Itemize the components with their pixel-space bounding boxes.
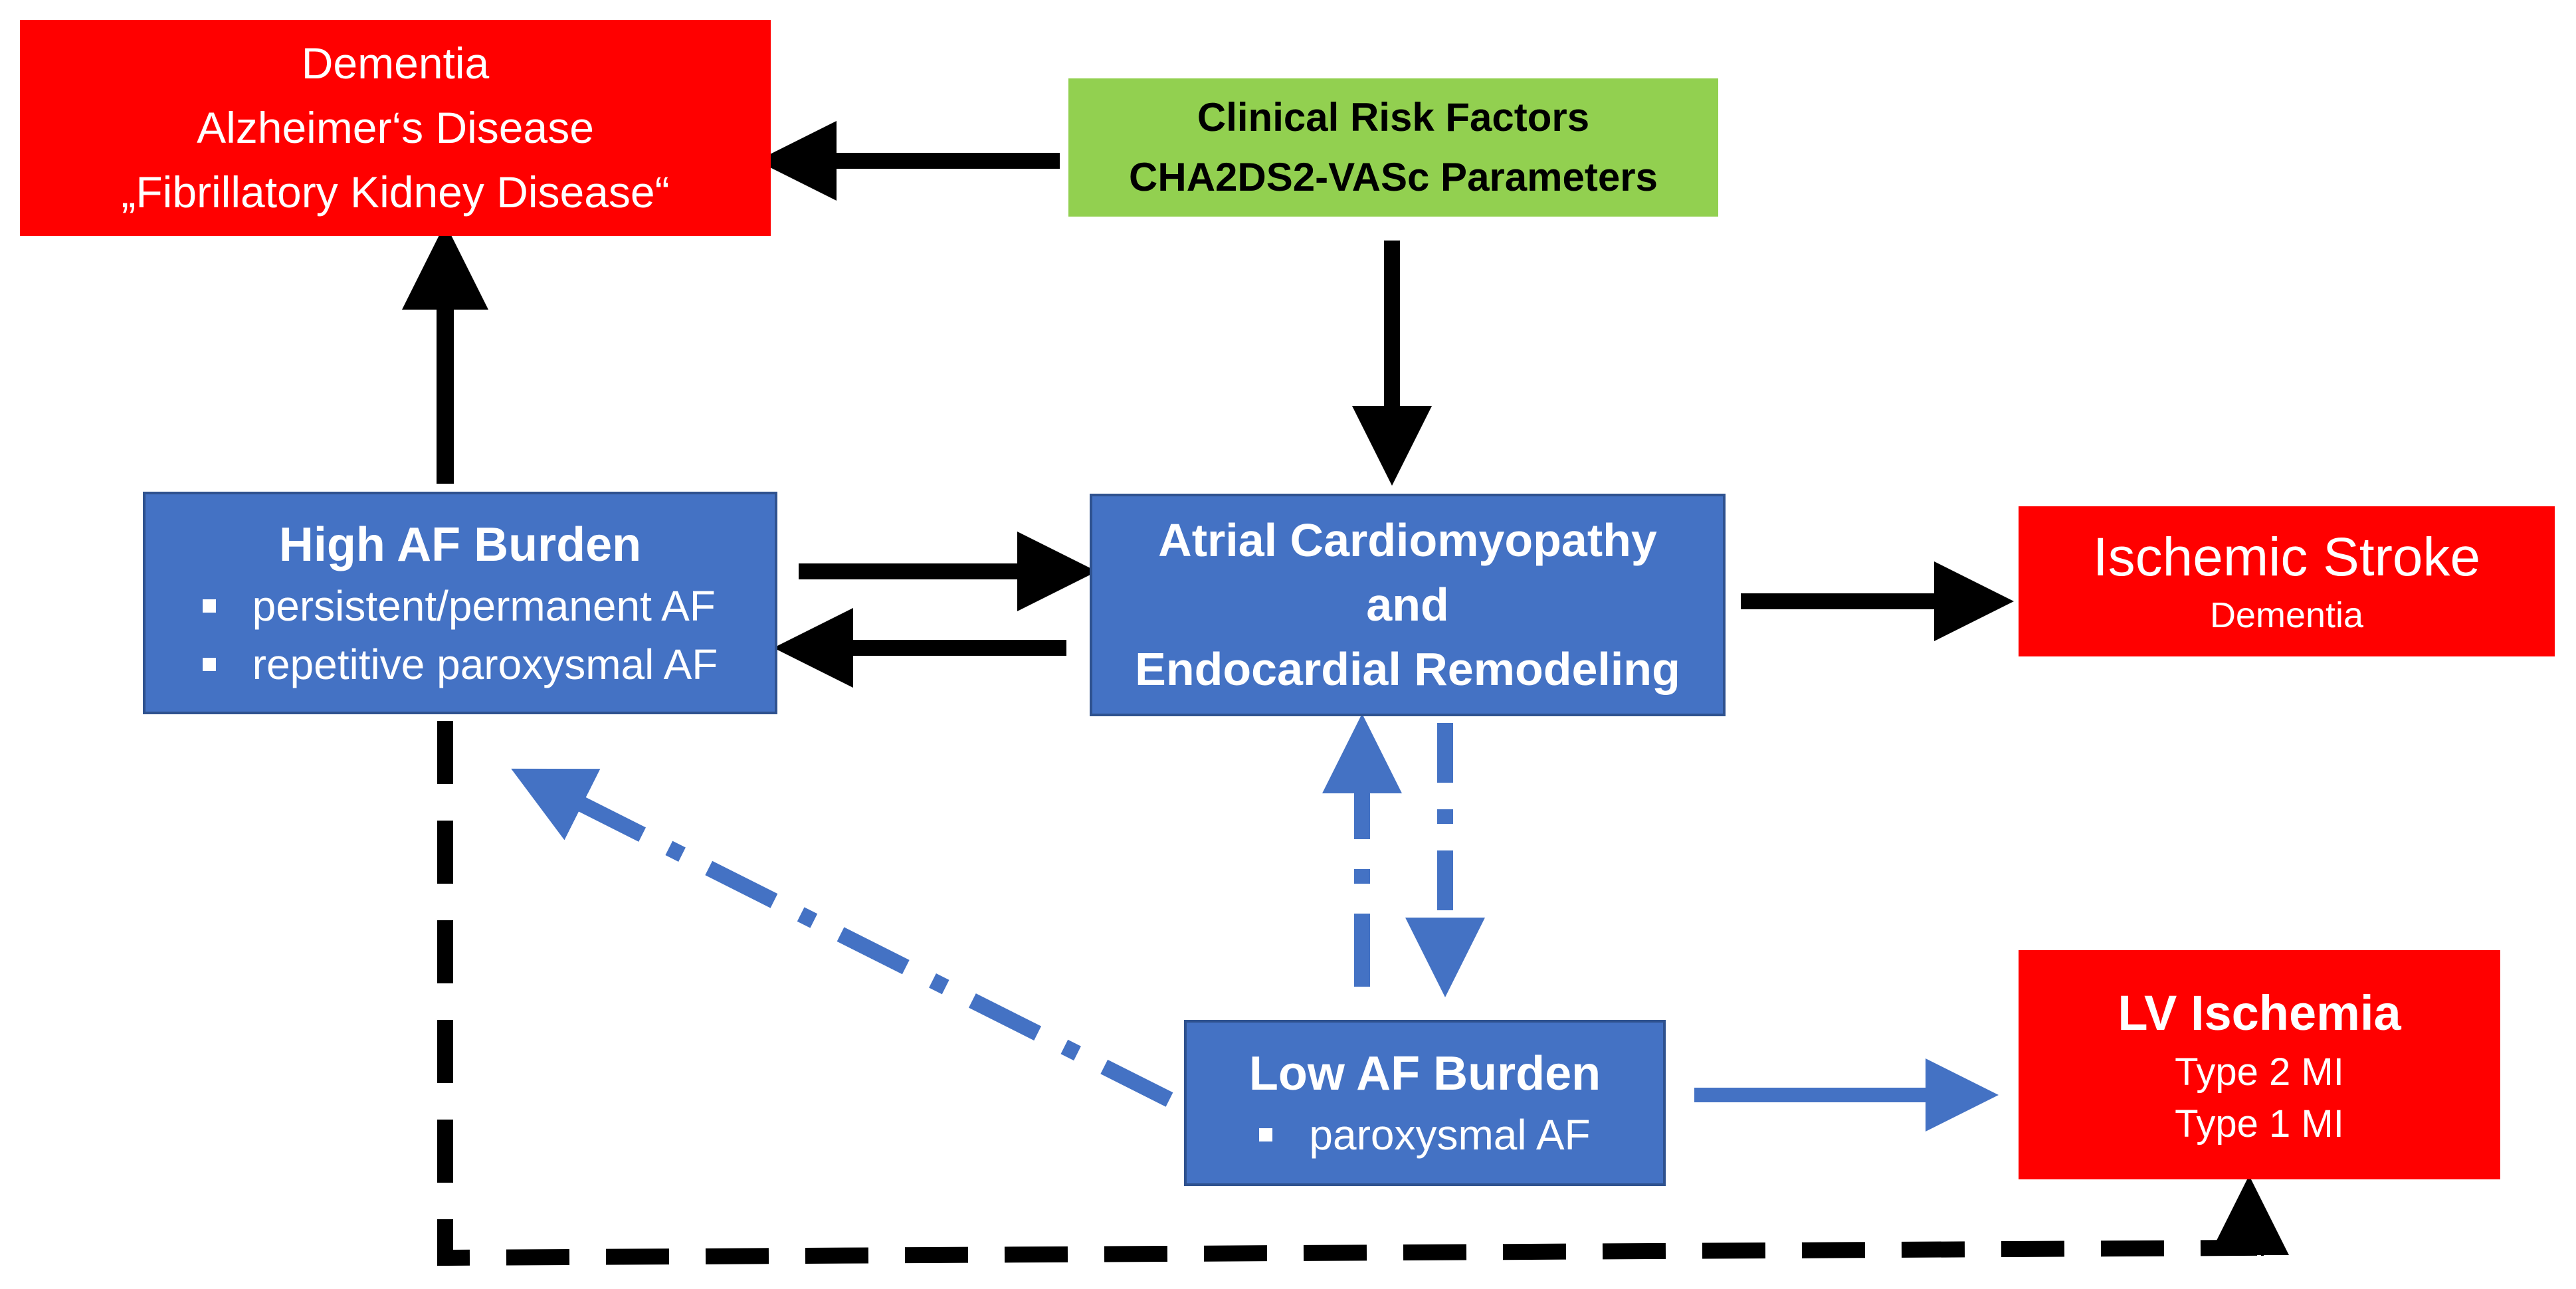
stroke-subtitle: Dementia: [2209, 595, 2364, 635]
low-af-title: Low AF Burden: [1248, 1047, 1601, 1100]
lv-line-1: Type 2 MI: [2175, 1050, 2344, 1094]
dementia-line-1: Dementia: [301, 39, 490, 88]
ischemic-stroke-box: Ischemic Stroke Dementia: [2019, 506, 2555, 656]
atrial-line-3: Endocardial Remodeling: [1135, 643, 1680, 695]
high-af-bullet-list: persistent/permanent AF repetitive parox…: [202, 577, 718, 694]
bullet-square-icon: [1259, 1128, 1273, 1141]
high-af-bullet: repetitive paroxysmal AF: [202, 635, 718, 694]
risk-line-1: Clinical Risk Factors: [1197, 95, 1590, 140]
lv-line-2: Type 1 MI: [2175, 1102, 2344, 1145]
atrial-line-2: and: [1366, 579, 1449, 631]
bullet-square-icon: [202, 599, 216, 613]
stroke-title: Ischemic Stroke: [2092, 527, 2481, 587]
low-af-burden-box: Low AF Burden paroxysmal AF: [1184, 1020, 1666, 1186]
high-af-bullet-text: repetitive paroxysmal AF: [252, 640, 718, 688]
dashdot-arrow-low-af-to-high-af: [511, 768, 1173, 1107]
low-af-bullet: paroxysmal AF: [1259, 1106, 1591, 1164]
high-af-burden-box: High AF Burden persistent/permanent AF r…: [143, 492, 777, 714]
lv-ischemia-box: LV Ischemia Type 2 MI Type 1 MI: [2019, 950, 2500, 1179]
atrial-cardiomyopathy-box: Atrial Cardiomyopathy and Endocardial Re…: [1090, 494, 1726, 716]
dementia-line-3: „Fibrillatory Kidney Disease“: [121, 167, 670, 217]
low-af-bullet-list: paroxysmal AF: [1259, 1106, 1591, 1164]
bullet-square-icon: [202, 657, 216, 671]
high-af-bullet-text: persistent/permanent AF: [252, 581, 716, 630]
risk-line-2: CHA2DS2-VASc Parameters: [1129, 155, 1658, 199]
dementia-box: Dementia Alzheimer‘s Disease „Fibrillato…: [20, 20, 771, 236]
high-af-bullet: persistent/permanent AF: [202, 577, 718, 635]
clinical-risk-factors-box: Clinical Risk Factors CHA2DS2-VASc Param…: [1068, 78, 1718, 217]
lv-title: LV Ischemia: [2118, 985, 2401, 1041]
high-af-title: High AF Burden: [278, 518, 642, 571]
dementia-line-2: Alzheimer‘s Disease: [197, 103, 594, 152]
atrial-line-1: Atrial Cardiomyopathy: [1158, 514, 1657, 566]
low-af-bullet-text: paroxysmal AF: [1309, 1111, 1591, 1159]
